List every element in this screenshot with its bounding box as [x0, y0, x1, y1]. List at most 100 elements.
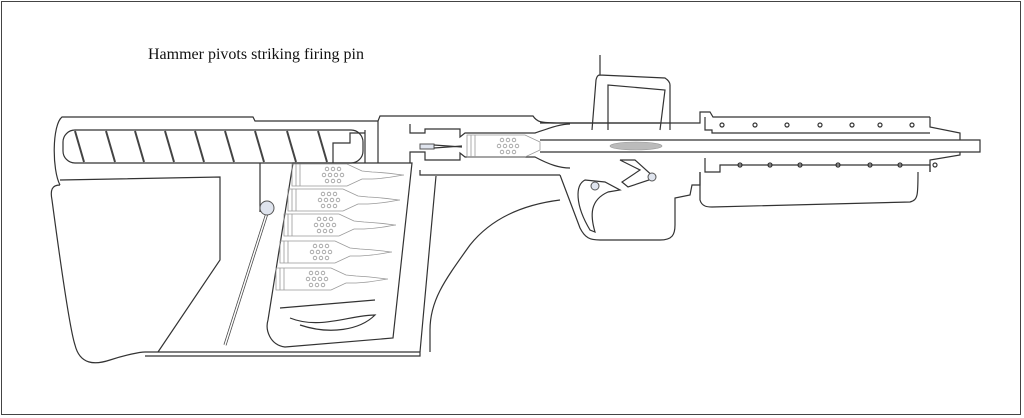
case-hole — [327, 172, 333, 178]
case-hole — [315, 249, 321, 255]
case-hole — [505, 137, 511, 143]
case-hole — [508, 143, 514, 149]
vent-hole — [737, 162, 743, 168]
vent-hole — [867, 162, 873, 168]
vent-hole — [784, 122, 790, 128]
case-hole — [496, 143, 502, 149]
spring-coil — [317, 130, 328, 163]
case-hole — [308, 270, 314, 276]
lower-handguard — [704, 158, 931, 173]
bolt — [332, 121, 571, 169]
case-hole — [323, 197, 329, 203]
case-hole — [318, 243, 324, 249]
vent-hole — [897, 162, 903, 168]
vent-hole — [797, 162, 803, 168]
case-hole — [336, 178, 342, 184]
case-hole — [336, 166, 342, 172]
pistol-grip — [419, 170, 561, 353]
case-hole — [339, 172, 345, 178]
case-hole — [317, 197, 323, 203]
case-hole — [305, 276, 311, 282]
vent-hole — [817, 122, 823, 128]
case-hole — [333, 172, 339, 178]
trigger-guard — [559, 172, 701, 241]
case-hole — [316, 228, 322, 234]
case-hole — [320, 191, 326, 197]
magazine-cartridges — [275, 163, 405, 291]
receiver-outline — [53, 111, 930, 186]
cartridge — [283, 213, 397, 237]
case-hole — [499, 137, 505, 143]
case-hole — [323, 276, 329, 282]
firing-pin — [419, 143, 435, 150]
diagram-caption: Hammer pivots striking firing pin — [148, 46, 364, 63]
magazine — [266, 162, 413, 348]
forend — [699, 171, 919, 208]
case-hole — [332, 203, 338, 209]
firing-pin-spring — [433, 144, 463, 149]
spring-tube — [62, 129, 364, 164]
case-hole — [314, 270, 320, 276]
case-hole — [330, 178, 336, 184]
case-hole — [505, 149, 511, 155]
case-hole — [330, 166, 336, 172]
case-hole — [331, 222, 337, 228]
case-hole — [326, 203, 332, 209]
case-hole — [312, 243, 318, 249]
case-hole — [327, 249, 333, 255]
cartridge — [279, 240, 393, 264]
chambered-cartridge — [466, 134, 541, 158]
case-hole — [511, 149, 517, 155]
case-hole — [511, 137, 517, 143]
vent-hole — [932, 162, 938, 168]
cam-rod-pivot — [259, 200, 275, 216]
upper-handguard — [704, 117, 930, 134]
case-hole — [324, 178, 330, 184]
barrel — [540, 117, 981, 172]
spring-coil — [134, 130, 145, 163]
case-hole — [321, 172, 327, 178]
case-hole — [313, 222, 319, 228]
case-hole — [320, 270, 326, 276]
case-hole — [321, 249, 327, 255]
case-hole — [502, 143, 508, 149]
spring-coil — [286, 130, 297, 163]
spring-coil — [105, 130, 116, 163]
vent-hole — [909, 122, 915, 128]
vent-hole — [719, 122, 725, 128]
case-hole — [322, 228, 328, 234]
case-hole — [320, 203, 326, 209]
spring-coil — [74, 130, 85, 163]
vent-hole — [877, 122, 883, 128]
case-hole — [328, 228, 334, 234]
handguard-vent-holes — [719, 122, 938, 168]
case-hole — [312, 255, 318, 261]
recoil-spring — [74, 130, 328, 163]
spring-coil — [224, 130, 235, 163]
spring-coil — [164, 130, 175, 163]
case-hole — [317, 276, 323, 282]
trigger — [577, 179, 622, 234]
spring-coil — [194, 130, 205, 163]
stock-cutout — [59, 176, 221, 353]
rear-sight — [540, 55, 671, 131]
case-hole — [324, 255, 330, 261]
bullet-in-bore — [609, 141, 663, 151]
spring-coil — [254, 130, 265, 163]
vent-hole — [752, 122, 758, 128]
cartridge — [275, 267, 389, 291]
case-hole — [309, 249, 315, 255]
case-hole — [318, 255, 324, 261]
case-hole — [335, 197, 341, 203]
case-hole — [324, 166, 330, 172]
hammer — [619, 159, 657, 188]
case-hole — [499, 149, 505, 155]
hammer-pivot-pin — [647, 172, 657, 182]
case-hole — [316, 216, 322, 222]
magazine-follower — [279, 299, 377, 331]
case-hole — [311, 276, 317, 282]
case-hole — [308, 282, 314, 288]
trigger-pivot-pin — [590, 181, 600, 191]
